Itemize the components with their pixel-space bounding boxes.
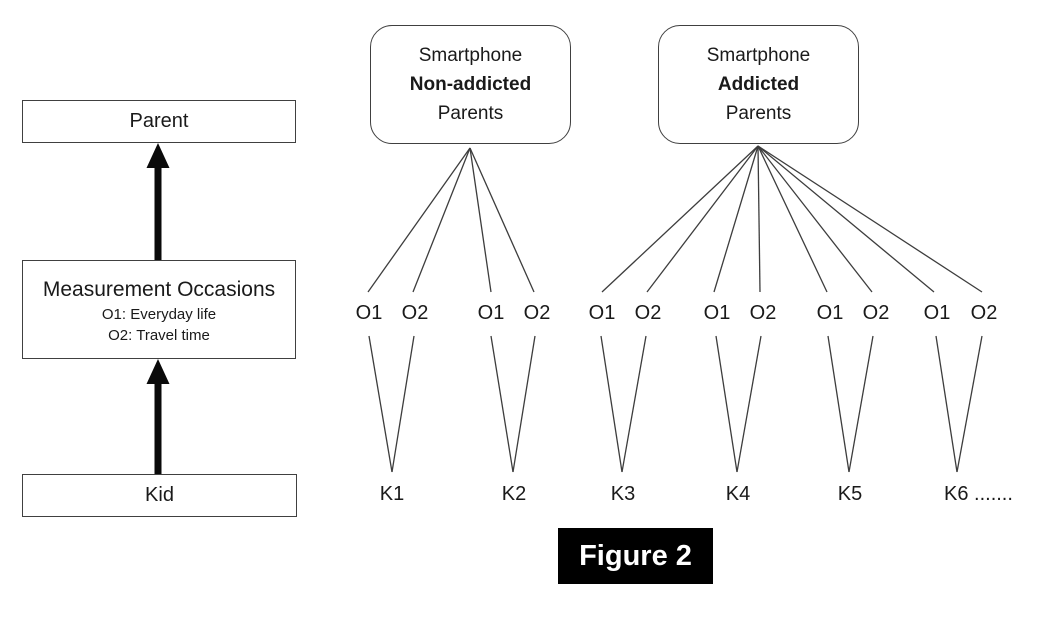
parent-box: Parent [22,100,296,143]
parent-label: Parent [129,110,189,132]
occasion-label-k6-o2: O2 [970,302,998,324]
up-arrow-kid-to-measurement [146,359,170,474]
measurement-sub-o1: O1: Everyday life [101,305,217,323]
occasion-label-k2-o2: O2 [523,302,551,324]
kid-label-k3: K3 [610,483,636,505]
group-nonaddicted-line2: Non-addicted [409,74,532,95]
occasion-label-k4-o2: O2 [749,302,777,324]
kid-label-k2: K2 [501,483,527,505]
kid-label-k4: K4 [725,483,751,505]
kid-label-k5: K5 [837,483,863,505]
occasion-label-k3-o1: O1 [588,302,616,324]
occasion-label-k6-o1: O1 [923,302,951,324]
fan-nonaddicted [367,147,535,293]
occasion-label-k3-o2: O2 [634,302,662,324]
figure-caption-text: Figure 2 [579,539,692,572]
kid-label-k6: K6 ....... [944,483,1013,505]
kid-label-k1: K1 [379,483,405,505]
kid-label: Kid [145,484,174,506]
measurement-occasions-box: Measurement Occasions O1: Everyday life … [22,260,296,359]
occasion-label-k1-o2: O2 [401,302,429,324]
occasion-label-k5-o1: O1 [816,302,844,324]
occasion-label-k5-o2: O2 [862,302,890,324]
occasion-label-k2-o1: O1 [477,302,505,324]
kid-box: Kid [22,474,297,517]
figure-caption-badge: Figure 2 [558,528,713,584]
up-arrow-measurement-to-parent [146,143,170,260]
occasion-to-kid-lines [368,335,983,473]
occasion-label-k4-o1: O1 [703,302,731,324]
group-addicted-line1: Smartphone [706,45,811,66]
group-addicted-line2: Addicted [717,74,800,95]
group-nonaddicted-line3: Parents [437,103,504,124]
measurement-title: Measurement Occasions [42,277,276,301]
occasion-label-k1-o1: O1 [355,302,383,324]
fan-addicted [601,145,983,293]
group-box-nonaddicted: Smartphone Non-addicted Parents [370,25,571,144]
group-addicted-line3: Parents [725,103,792,124]
measurement-sub-o2: O2: Travel time [108,326,210,344]
group-box-addicted: Smartphone Addicted Parents [658,25,859,144]
group-nonaddicted-line1: Smartphone [418,45,523,66]
